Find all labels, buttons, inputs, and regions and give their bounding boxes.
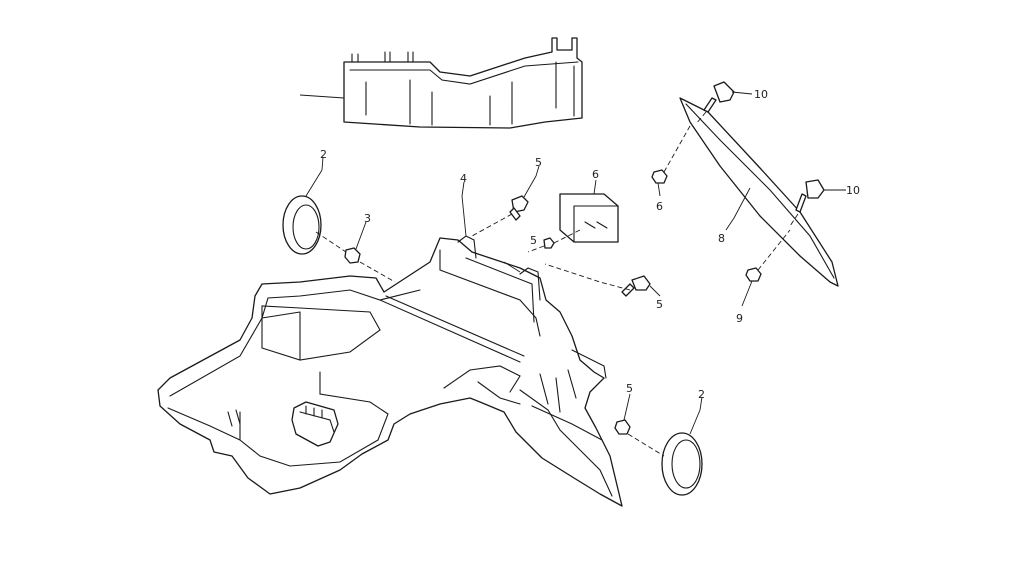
bolt-10-top bbox=[695, 81, 753, 125]
callout-3: 3 bbox=[364, 212, 371, 225]
callout-9: 9 bbox=[736, 312, 743, 325]
nut-3 bbox=[315, 221, 396, 283]
nut-5-small bbox=[527, 229, 581, 253]
bracket-plate-6 bbox=[559, 179, 619, 243]
angled-bar-8 bbox=[679, 97, 839, 287]
upper-shield-panel bbox=[299, 37, 583, 129]
callout-5-upper: 5 bbox=[535, 156, 542, 169]
nut-9 bbox=[741, 229, 791, 307]
callout-4: 4 bbox=[460, 172, 467, 185]
round-cap-bottom bbox=[661, 396, 703, 496]
callout-2-top: 2 bbox=[320, 148, 327, 161]
round-cover-top bbox=[282, 156, 324, 255]
callout-5-lower: 5 bbox=[626, 382, 633, 395]
nut-5-lower bbox=[614, 393, 665, 457]
callout-6: 6 bbox=[592, 168, 599, 181]
callout-5-bracket: 5 bbox=[530, 234, 537, 247]
screw-5-upper bbox=[471, 165, 540, 237]
callout-2-bottom: 2 bbox=[698, 388, 705, 401]
nut-6-small bbox=[651, 125, 691, 197]
callout-8: 8 bbox=[718, 232, 725, 245]
bolt-10-mid bbox=[789, 179, 846, 227]
callout-10-mid: 10 bbox=[846, 184, 860, 197]
callout-5-right: 5 bbox=[656, 298, 663, 311]
screw-5-right bbox=[544, 263, 661, 297]
callout-6-small: 6 bbox=[656, 200, 663, 213]
main-tray bbox=[157, 181, 623, 507]
callout-10-top: 10 bbox=[754, 88, 768, 101]
callout-labels: 2 3 4 5 6 5 5 2 5 8 9 10 10 6 bbox=[320, 88, 860, 401]
